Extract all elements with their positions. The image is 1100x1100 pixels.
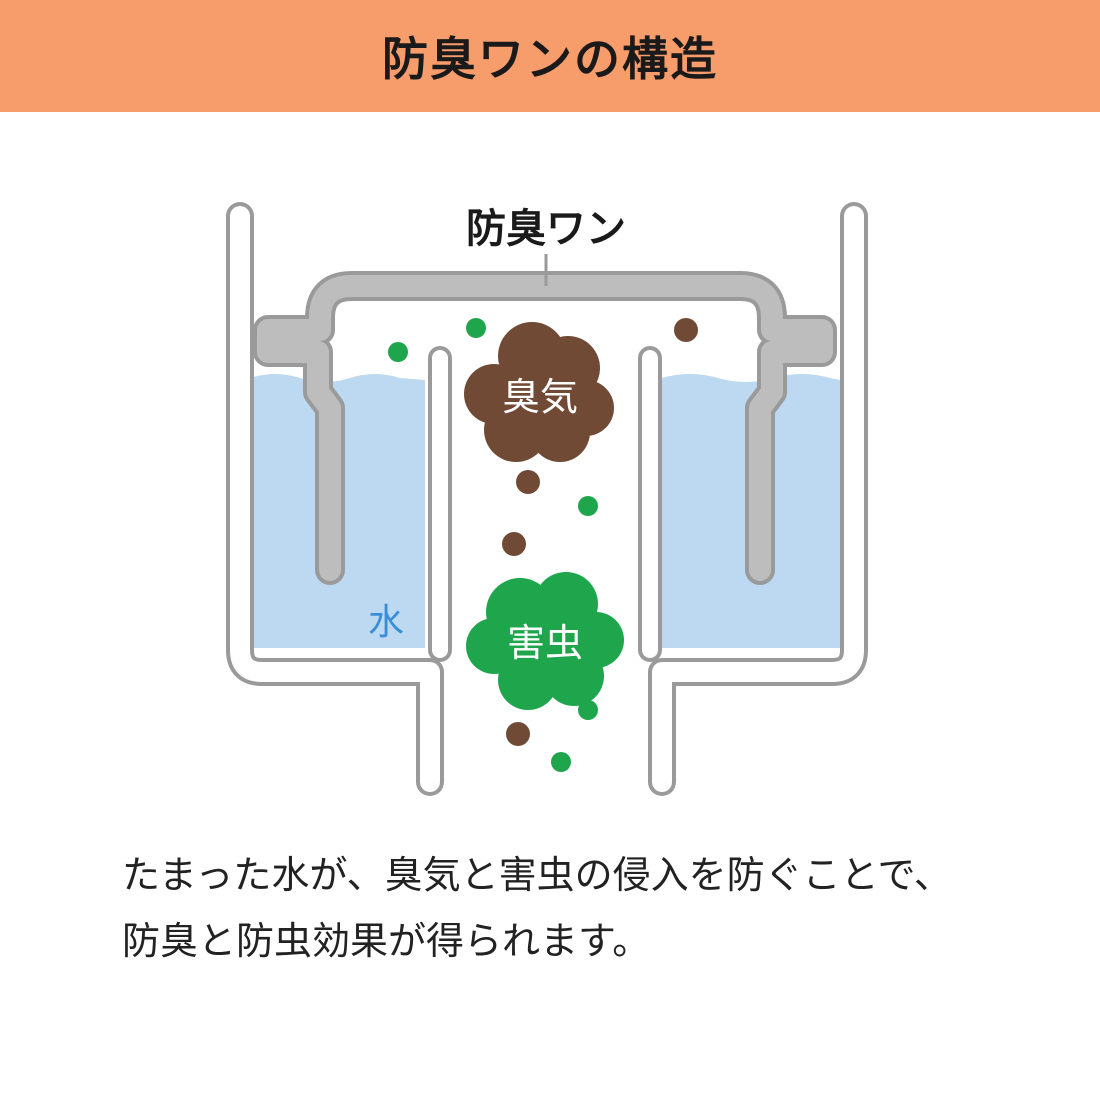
header-bar: 防臭ワンの構造 xyxy=(0,0,1100,112)
pest-cloud xyxy=(466,572,624,710)
caption-line-1: たまった水が、臭気と害虫の侵入を防ぐことで、 xyxy=(122,853,952,897)
odor-particles xyxy=(502,318,698,746)
water-label: 水 xyxy=(368,602,404,643)
pest-particles xyxy=(388,318,598,772)
page-title: 防臭ワンの構造 xyxy=(382,32,718,86)
odor-cloud xyxy=(464,322,614,462)
pest-label: 害虫 xyxy=(507,621,583,665)
caption: たまった水が、臭気と害虫の侵入を防ぐことで、 防臭と防虫効果が得られます。 xyxy=(122,842,1022,974)
odor-label: 臭気 xyxy=(502,375,578,419)
caption-line-2: 防臭と防虫効果が得られます。 xyxy=(122,919,651,963)
trap-label: 防臭ワン xyxy=(466,206,626,252)
